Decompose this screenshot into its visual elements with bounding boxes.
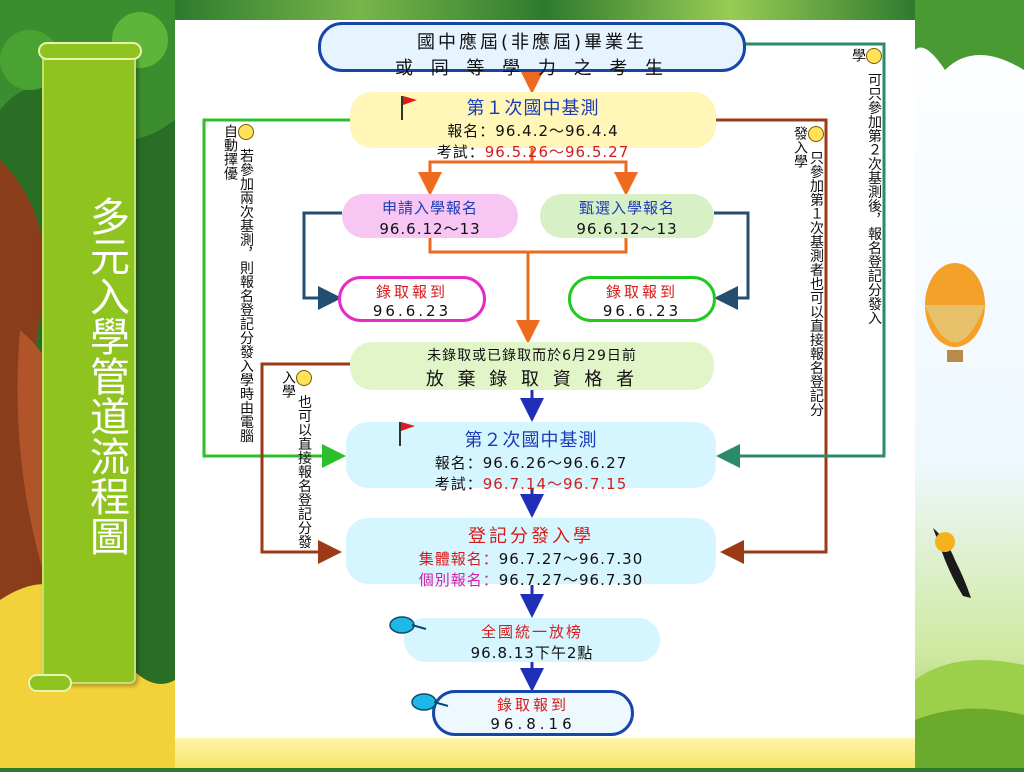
node-test2-reg-value: 96.6.26～96.6.27 bbox=[482, 454, 628, 472]
node-release-title: 全國統一放榜 bbox=[480, 623, 583, 641]
background-ground-bottom bbox=[175, 738, 915, 768]
pushpin-icon bbox=[389, 616, 427, 634]
node-test2-exam: 考試：96.7.14～96.7.15 bbox=[346, 473, 716, 494]
node-release: 全國統一放榜 96.8.13下午2點 bbox=[404, 618, 660, 662]
node-final: 錄取報到 96.8.16 bbox=[432, 690, 634, 736]
banner-roll-bottom bbox=[28, 674, 72, 692]
note-left-inner-text: 也可以直接報名登記分發入學 bbox=[280, 370, 312, 549]
note-right-inner-text: 只參加第１次基測者也可以直接報名登記分發入學 bbox=[792, 126, 824, 417]
node-admit-right: 錄取報到 96.6.23 bbox=[568, 276, 716, 322]
node-test2-reg: 報名：96.6.26～96.6.27 bbox=[346, 452, 716, 473]
title-banner: 多元入學管道流程圖 bbox=[28, 42, 142, 692]
node-test2: 第２次國中基測 報名：96.6.26～96.6.27 考試：96.7.14～96… bbox=[346, 422, 716, 493]
node-test2-reg-label: 報名： bbox=[434, 454, 483, 472]
node-admit-right-date: 96.6.23 bbox=[602, 302, 682, 320]
flag-icon bbox=[401, 96, 417, 120]
node-test1-exam-value: 96.5.26～96.5.27 bbox=[484, 143, 630, 161]
node-select-title: 甄選入學報名 bbox=[578, 199, 675, 217]
node-test2-title: 第２次國中基測 bbox=[464, 430, 598, 451]
node-register-indiv-value: 96.7.27～96.7.30 bbox=[498, 571, 644, 589]
background-foliage-top bbox=[175, 0, 915, 20]
note-left-inner: 也可以直接報名登記分發入學 bbox=[280, 370, 312, 550]
node-test1-reg-value: 96.4.2～96.4.4 bbox=[495, 122, 619, 140]
node-abandon-line1: 未錄取或已錄取而於6月29日前 bbox=[427, 348, 637, 364]
node-admit-left-date: 96.6.23 bbox=[372, 302, 452, 320]
node-test1-reg: 報名：96.4.2～96.4.4 bbox=[350, 120, 716, 141]
note-right-inner: 只參加第１次基測者也可以直接報名登記分發入學 bbox=[792, 126, 824, 426]
lightbulb-icon bbox=[238, 124, 254, 140]
flag-icon bbox=[399, 422, 415, 446]
node-abandon-line2: 放 棄 錄 取 資 格 者 bbox=[425, 369, 639, 390]
node-test2-exam-value: 96.7.14～96.7.15 bbox=[482, 475, 628, 493]
node-test1-exam-label: 考試： bbox=[436, 143, 485, 161]
node-register: 登記分發入學 集體報名：96.7.27～96.7.30 個別報名：96.7.27… bbox=[346, 518, 716, 589]
node-apply: 申請入學報名 96.6.12～13 bbox=[342, 194, 518, 238]
page-title: 多元入學管道流程圖 bbox=[83, 196, 129, 556]
node-select-date: 96.6.12～13 bbox=[576, 220, 678, 238]
node-start-line2: 或 同 等 學 力 之 考 生 bbox=[394, 58, 670, 79]
node-start-line1: 國中應屆(非應屆)畢業生 bbox=[416, 32, 648, 53]
node-register-group-label: 集體報名： bbox=[418, 550, 499, 568]
note-left-outer-text: 若參加兩次基測，則報名登記分發入學時由電腦自動擇優 bbox=[222, 124, 254, 443]
node-final-date: 96.8.16 bbox=[490, 715, 576, 733]
node-test1-reg-label: 報名： bbox=[447, 122, 496, 140]
note-left-outer: 若參加兩次基測，則報名登記分發入學時由電腦自動擇優 bbox=[222, 124, 254, 454]
node-test2-exam-label: 考試： bbox=[434, 475, 483, 493]
node-register-indiv: 個別報名：96.7.27～96.7.30 bbox=[346, 569, 716, 590]
node-start: 國中應屆(非應屆)畢業生 或 同 等 學 力 之 考 生 bbox=[318, 22, 746, 79]
node-register-group: 集體報名：96.7.27～96.7.30 bbox=[346, 548, 716, 569]
node-admit-left-title: 錄取報到 bbox=[375, 283, 448, 301]
node-abandon: 未錄取或已錄取而於6月29日前 放 棄 錄 取 資 格 者 bbox=[350, 342, 714, 390]
node-admit-left: 錄取報到 96.6.23 bbox=[338, 276, 486, 322]
node-select: 甄選入學報名 96.6.12～13 bbox=[540, 194, 714, 238]
pushpin-icon bbox=[411, 693, 449, 711]
node-release-date: 96.8.13下午2點 bbox=[470, 644, 594, 662]
lightbulb-icon bbox=[866, 48, 882, 64]
node-final-title: 錄取報到 bbox=[496, 696, 569, 714]
node-admit-right-title: 錄取報到 bbox=[605, 283, 678, 301]
node-test1-title: 第１次國中基測 bbox=[466, 98, 600, 119]
node-apply-date: 96.6.12～13 bbox=[379, 220, 481, 238]
banner-roll-top bbox=[38, 42, 142, 60]
node-apply-title: 申請入學報名 bbox=[381, 199, 478, 217]
node-register-title: 登記分發入學 bbox=[468, 526, 594, 547]
node-test1-exam: 考試：96.5.26～96.5.27 bbox=[350, 141, 716, 162]
background-sky bbox=[915, 0, 1024, 768]
lightbulb-icon bbox=[808, 126, 824, 142]
node-register-group-value: 96.7.27～96.7.30 bbox=[498, 550, 644, 568]
node-register-indiv-label: 個別報名： bbox=[418, 571, 499, 589]
note-right-outer: 可只參加第２次基測後，報名登記分發入學 bbox=[850, 48, 882, 328]
lightbulb-icon bbox=[296, 370, 312, 386]
note-right-outer-text: 可只參加第２次基測後，報名登記分發入學 bbox=[850, 48, 882, 325]
